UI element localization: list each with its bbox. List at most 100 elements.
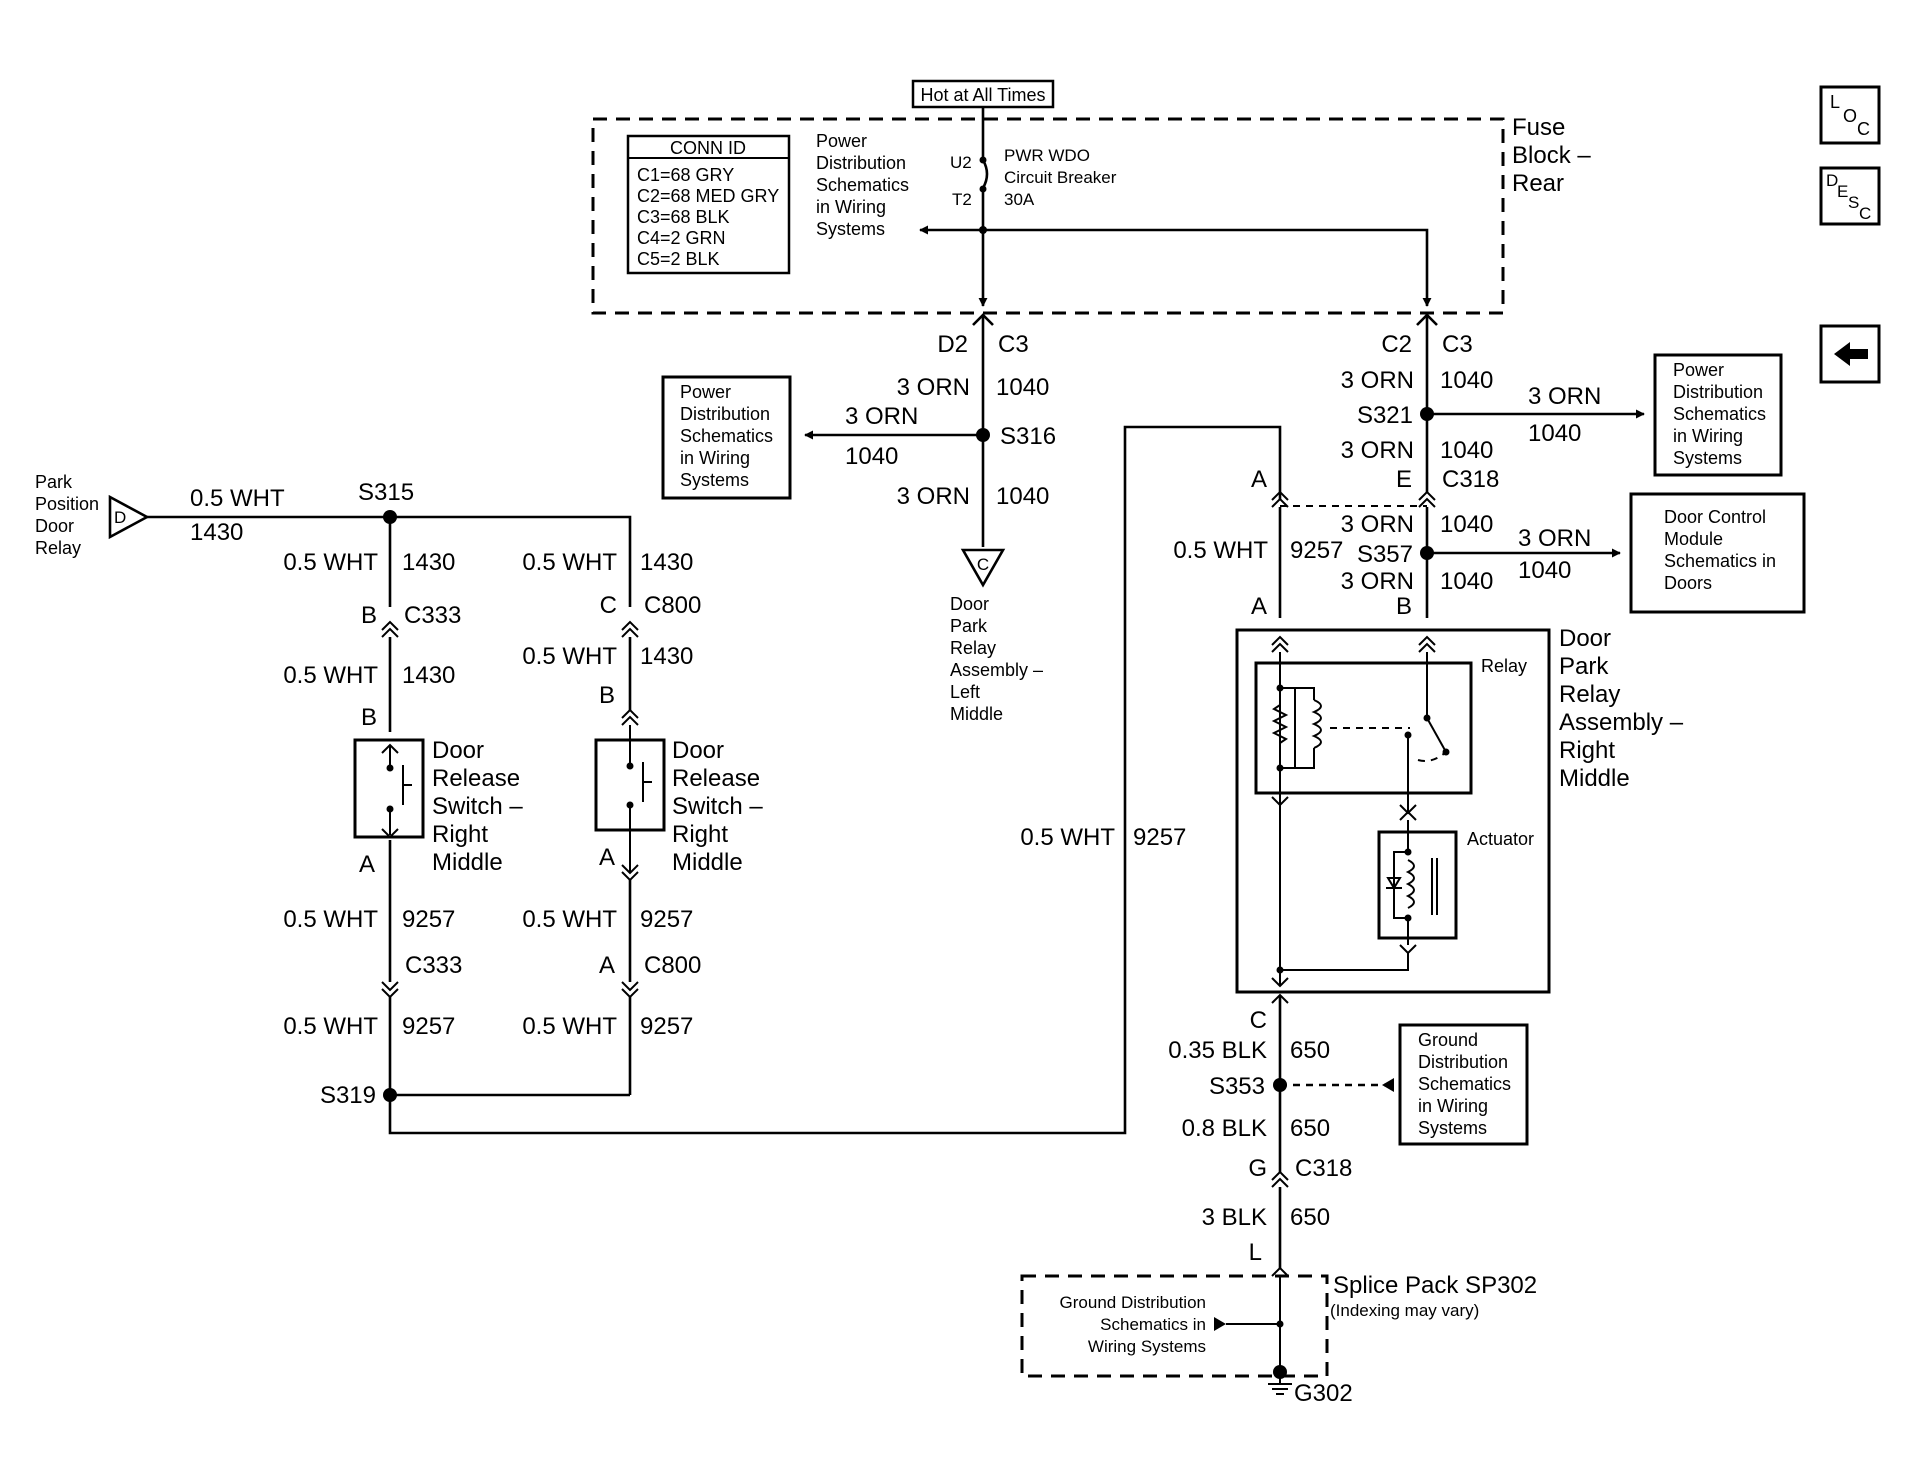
left-arrow-icon <box>1834 342 1868 366</box>
actuator: Actuator <box>1280 790 1534 971</box>
switch-right-label-2: Door Release Switch – Right Middle <box>672 737 763 876</box>
c318-label: C318 <box>1295 1155 1352 1182</box>
wire-05wht-label: 0.5 WHT <box>1020 824 1115 851</box>
s321-label: S321 <box>1357 402 1413 429</box>
svg-text:Rear: Rear <box>1512 170 1564 197</box>
svg-text:Assembly –: Assembly – <box>1559 709 1684 736</box>
circuit-1040-label: 1040 <box>1440 367 1493 394</box>
conn-c2-label: C2 <box>1381 331 1412 358</box>
ground-distribution-ref: Ground Distribution Schematics in Wiring… <box>1398 1023 1529 1146</box>
svg-text:Power: Power <box>1673 360 1724 380</box>
svg-text:Wiring Systems: Wiring Systems <box>1088 1337 1206 1356</box>
svg-text:Fuse: Fuse <box>1512 114 1565 141</box>
s353-label: S353 <box>1209 1073 1265 1100</box>
splice-pack-sp302 <box>1020 1274 1329 1378</box>
circuit-1430-label: 1430 <box>190 519 243 546</box>
ground-symbol-icon <box>1268 1372 1292 1395</box>
svg-text:Systems: Systems <box>1673 448 1742 468</box>
svg-text:in Wiring: in Wiring <box>816 197 886 217</box>
svg-text:Position: Position <box>35 494 99 514</box>
wire-05wht-label: 0.5 WHT <box>522 906 617 933</box>
circuit-9257-label: 9257 <box>1290 537 1343 564</box>
circuit-650-label: 650 <box>1290 1204 1330 1231</box>
svg-text:Ground: Ground <box>1418 1030 1478 1050</box>
door-control-module-ref: Door Control Module Schematics in Doors <box>1629 492 1806 614</box>
door-park-relay-assembly-right <box>1235 628 1551 994</box>
svg-text:Middle: Middle <box>432 849 503 876</box>
desc-nav-button[interactable]: D E S C <box>1819 166 1881 226</box>
svg-text:PWR WDO: PWR WDO <box>1004 146 1090 165</box>
park-position-door-relay-label: Park Position Door Relay <box>35 472 99 558</box>
circuit-9257-label: 9257 <box>640 906 693 933</box>
s316-label: S316 <box>1000 423 1056 450</box>
circuit-1040-label: 1040 <box>1440 511 1493 538</box>
wire-3orn-label: 3 ORN <box>1341 367 1414 394</box>
svg-text:CONN ID: CONN ID <box>670 138 746 158</box>
pin-a-label: A <box>599 952 615 979</box>
power-distribution-ref-right: Power Distribution Schematics in Wiring … <box>1653 353 1783 477</box>
conn-c3-left-label: C3 <box>998 331 1029 358</box>
svg-text:C1=68 GRY: C1=68 GRY <box>637 165 734 185</box>
relay: Relay <box>1254 652 1527 807</box>
wire-3orn-label: 3 ORN <box>897 483 970 510</box>
svg-text:30A: 30A <box>1004 190 1035 209</box>
c333-label: C333 <box>405 952 462 979</box>
park-position-connector-triangle <box>108 494 150 540</box>
pin-e-label: E <box>1396 466 1412 493</box>
circuit-1040-label: 1040 <box>996 483 1049 510</box>
svg-text:D: D <box>1826 171 1838 190</box>
circuit-9257-label: 9257 <box>402 906 455 933</box>
power-distribution-ref-left: Power Distribution Schematics in Wiring … <box>661 375 792 500</box>
s357-label: S357 <box>1357 541 1413 568</box>
pin-a-label: A <box>599 844 615 871</box>
switch-right-label-1: Door Release Switch – Right Middle <box>432 737 523 876</box>
wire-3orn-label: 3 ORN <box>1341 568 1414 595</box>
c800-label: C800 <box>644 952 701 979</box>
svg-text:Middle: Middle <box>950 704 1003 724</box>
wire-08blk-label: 0.8 BLK <box>1182 1115 1267 1142</box>
svg-text:Left: Left <box>950 682 980 702</box>
splice-pack-title: Splice Pack SP302 <box>1333 1272 1537 1299</box>
svg-text:Assembly –: Assembly – <box>950 660 1043 680</box>
pin-c-label: C <box>1250 1007 1267 1034</box>
power-distribution-ref-fuse: Power Distribution Schematics in Wiring … <box>816 131 909 239</box>
circuit-9257-label: 9257 <box>640 1013 693 1040</box>
svg-text:Doors: Doors <box>1664 573 1712 593</box>
svg-text:Right: Right <box>432 821 488 848</box>
svg-text:Middle: Middle <box>1559 765 1630 792</box>
svg-text:C4=2 GRN: C4=2 GRN <box>637 228 726 248</box>
wire-05wht-label: 0.5 WHT <box>283 662 378 689</box>
c800-label: C800 <box>644 592 701 619</box>
pin-l-label: L <box>1249 1239 1262 1266</box>
back-button[interactable] <box>1819 324 1881 384</box>
pin-b-label: B <box>361 704 377 731</box>
door-release-switch-right-middle-2 <box>594 725 666 882</box>
svg-text:Door: Door <box>672 737 724 764</box>
svg-text:Distribution: Distribution <box>680 404 770 424</box>
pin-a-label: A <box>1251 466 1267 493</box>
svg-text:Relay: Relay <box>35 538 81 558</box>
loc-nav-button[interactable]: L O C <box>1819 85 1881 145</box>
svg-text:Right: Right <box>672 821 728 848</box>
splice-pack-note: (Indexing may vary) <box>1330 1301 1479 1320</box>
svg-text:Power: Power <box>680 382 731 402</box>
wire-05wht-label: 0.5 WHT <box>283 549 378 576</box>
svg-text:Distribution: Distribution <box>1673 382 1763 402</box>
svg-text:Circuit Breaker: Circuit Breaker <box>1004 168 1117 187</box>
svg-text:Middle: Middle <box>672 849 743 876</box>
svg-text:Park: Park <box>1559 653 1609 680</box>
pin-b-label: B <box>599 682 615 709</box>
svg-text:Module: Module <box>1664 529 1723 549</box>
svg-text:Schematics in: Schematics in <box>1664 551 1776 571</box>
pwr-wdo-circuit-breaker: U2 T2 PWR WDO Circuit Breaker 30A <box>950 107 1117 307</box>
wire-3orn-label: 3 ORN <box>1528 383 1601 410</box>
pin-c-label: C <box>600 592 617 619</box>
circuit-1040-label: 1040 <box>996 374 1049 401</box>
circuit-1430-label: 1430 <box>640 549 693 576</box>
svg-text:C3=68 BLK: C3=68 BLK <box>637 207 730 227</box>
pin-b-label: B <box>361 602 377 629</box>
circuit-1430-label: 1430 <box>640 643 693 670</box>
svg-text:Door: Door <box>950 594 989 614</box>
circuit-9257-label: 9257 <box>1133 824 1186 851</box>
